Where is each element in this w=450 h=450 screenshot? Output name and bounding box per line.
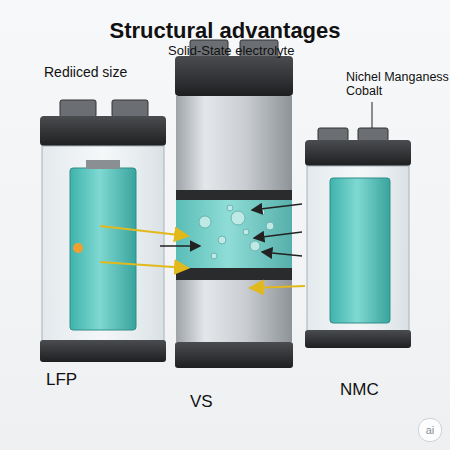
battery-case xyxy=(307,166,409,332)
callout-label: Solid-State electrolyte xyxy=(168,44,338,59)
black-arrow xyxy=(254,232,302,238)
battery-name: LFP xyxy=(46,370,106,390)
terminal xyxy=(60,100,96,117)
battery-base xyxy=(305,330,411,348)
battery-lid xyxy=(40,116,166,146)
marker-dot xyxy=(73,243,83,253)
yellow-arrow xyxy=(100,262,188,268)
watermark: ai xyxy=(418,418,442,442)
battery-name: NMC xyxy=(340,380,410,400)
yellow-arrow xyxy=(250,286,305,288)
battery-cell xyxy=(330,178,390,323)
versus-label: VS xyxy=(190,392,240,412)
silver-casing xyxy=(176,96,292,192)
nmc-battery xyxy=(305,128,411,348)
battery-case xyxy=(42,146,164,342)
battery-base xyxy=(40,340,166,362)
terminal xyxy=(318,128,348,141)
electrolyte-bubbles xyxy=(199,205,274,259)
terminal xyxy=(112,100,148,117)
callout-label: Nichel Manganess Cobalt xyxy=(346,70,450,99)
separator-band xyxy=(176,268,292,280)
cell-tab xyxy=(86,160,120,169)
solid-state-battery xyxy=(175,40,293,368)
separator-band xyxy=(176,190,292,200)
diagram-title: Structural advantages xyxy=(0,18,450,43)
battery-lid xyxy=(305,140,411,166)
battery-lid xyxy=(175,56,293,96)
silver-casing xyxy=(176,280,292,342)
terminal xyxy=(358,128,388,141)
leader-line xyxy=(372,102,373,128)
black-arrow xyxy=(252,204,302,210)
black-arrow xyxy=(160,245,200,247)
callout-label: Rediiced size xyxy=(44,64,164,80)
battery-base xyxy=(175,342,293,368)
battery-cell xyxy=(70,168,136,330)
yellow-arrow xyxy=(100,226,188,236)
black-arrow xyxy=(262,252,302,256)
